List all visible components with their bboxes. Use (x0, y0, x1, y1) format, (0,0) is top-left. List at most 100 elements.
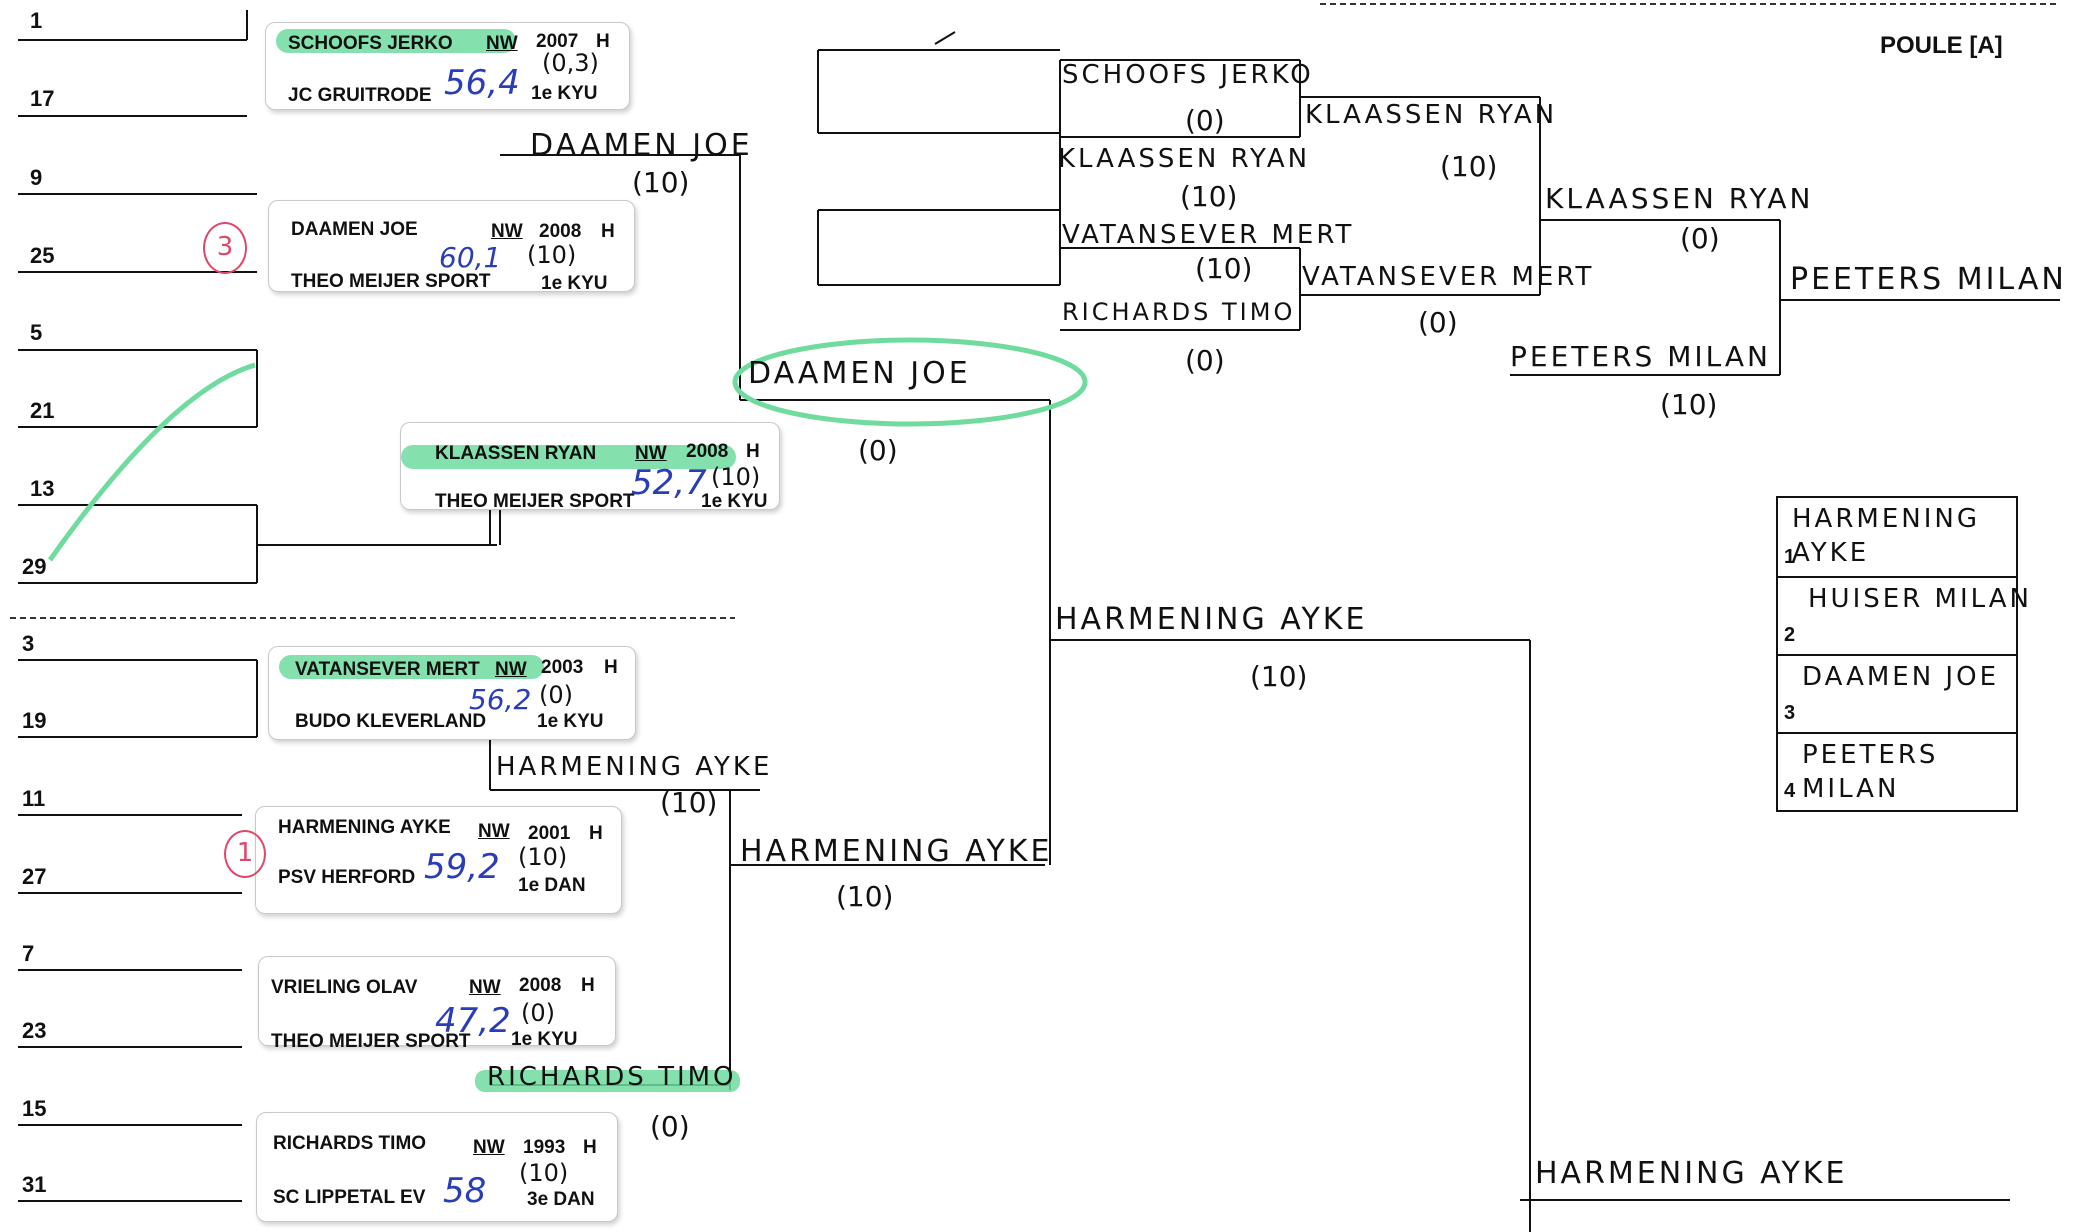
seed-number: 11 (22, 786, 46, 811)
competitor-name: HARMENING AYKE (278, 817, 451, 838)
grade: 1e KYU (511, 1029, 578, 1050)
birth-year: 2007 (536, 31, 579, 52)
handwritten-score: (0) (1680, 222, 1720, 255)
handwritten-weight: 56,4 (444, 63, 520, 103)
grade: 1e KYU (701, 491, 768, 512)
rank-number: 3 (1784, 702, 1796, 724)
ranking-row: 1 HARMENING AYKE (1778, 498, 2016, 576)
region-code: NW (491, 221, 523, 242)
seed-number: 9 (30, 165, 43, 190)
handwritten-score: (0) (650, 1110, 690, 1143)
handwritten-winner: HARMENING AYKE (1055, 602, 1368, 637)
handwritten-name: KLAASSEN RYAN (1305, 100, 1558, 130)
seed-number: 1 (30, 8, 43, 33)
handwritten-score: (10) (711, 463, 761, 491)
handwritten-score: (0) (521, 999, 555, 1027)
highlight-marker (401, 445, 736, 469)
competitor-card: DAAMEN JOE NW 2008 H THEO MEIJER SPORT 6… (268, 200, 635, 294)
handwritten-score: (0) (858, 434, 898, 467)
club-name: THEO MEIJER SPORT (271, 1031, 471, 1052)
handwritten-name: KLAASSEN RYAN (1058, 144, 1311, 174)
ranking-row: 2 HUISER MILAN (1778, 576, 2029, 656)
rank-number: 1 (1784, 546, 1796, 568)
competitor-card: KLAASSEN RYAN NW 2008 H THEO MEIJER SPOR… (400, 422, 780, 512)
poule-title: POULE [A] (1880, 32, 2003, 59)
birth-year: 2003 (541, 657, 584, 678)
handwritten-final-winner: HARMENING AYKE (1535, 1156, 1848, 1191)
handwritten-winner: DAAMEN JOE (748, 356, 971, 391)
region-code: NW (469, 977, 501, 998)
seed-number: 31 (22, 1172, 47, 1197)
region-code: NW (486, 33, 518, 54)
sex: H (746, 441, 760, 462)
handwritten-name: RICHARDS TIMO (1062, 298, 1296, 326)
club-name: PSV HERFORD (278, 867, 416, 888)
grade: 1e KYU (537, 711, 604, 732)
handwritten-name: VATANSEVER MERT (1062, 220, 1355, 250)
seed-number: 13 (30, 476, 55, 501)
handwritten-score: (10) (519, 1159, 569, 1187)
handwritten-score: (10) (1195, 252, 1253, 285)
handwritten-score: (10) (527, 241, 577, 269)
seed-number: 25 (30, 243, 55, 268)
handwritten-score: (0) (539, 681, 573, 709)
handwritten-winner: HARMENING AYKE (740, 834, 1053, 869)
sex: H (589, 823, 603, 844)
handwritten-score: (10) (836, 880, 894, 913)
competitor-card: SCHOOFS JERKO NW 2007 H JC GRUITRODE 56,… (265, 22, 630, 110)
handwritten-name: VATANSEVER MERT (1302, 262, 1595, 292)
highlight-marker (279, 655, 544, 679)
seed-number: 5 (30, 320, 43, 345)
handwritten-score: (0,3) (542, 49, 599, 77)
ranking-row: 3 DAAMEN JOE (1778, 654, 2016, 734)
competitor-card: VRIELING OLAV NW 2008 H THEO MEIJER SPOR… (258, 956, 616, 1052)
region-code: NW (495, 659, 527, 680)
club-name: JC GRUITRODE (288, 85, 432, 106)
rank-name: HARMENING AYKE (1792, 504, 1980, 568)
handwritten-score: (0) (1418, 306, 1458, 339)
handwritten-winner: RICHARDS TIMO (487, 1062, 737, 1092)
competitor-card: RICHARDS TIMO NW 1993 H SC LIPPETAL EV 5… (256, 1112, 618, 1222)
grade: 3e DAN (527, 1189, 595, 1210)
birth-year: 2008 (519, 975, 562, 996)
rank-name: PEETERS MILAN (1802, 740, 1939, 804)
rank-name: DAAMEN JOE (1802, 662, 1999, 692)
red-rank-mark: 1 (224, 830, 266, 878)
sex: H (596, 31, 610, 52)
handwritten-winner: DAAMEN JOE (530, 128, 753, 163)
handwritten-score: (10) (518, 843, 568, 871)
region-code: NW (473, 1137, 505, 1158)
rank-number: 2 (1784, 624, 1796, 646)
birth-year: 2008 (686, 441, 729, 462)
birth-year: 1993 (523, 1137, 566, 1158)
handwritten-score: (0) (1185, 104, 1225, 137)
competitor-name: DAAMEN JOE (291, 219, 418, 240)
highlight-marker (276, 29, 516, 53)
birth-year: 2008 (539, 221, 582, 242)
seed-number: 15 (22, 1096, 47, 1121)
grade: 1e DAN (518, 875, 586, 896)
handwritten-winner: HARMENING AYKE (496, 752, 773, 782)
ranking-row: 4 PEETERS MILAN (1778, 732, 2016, 812)
handwritten-weight: 60,1 (439, 241, 502, 274)
grade: 1e KYU (541, 273, 608, 294)
seed-number: 7 (22, 941, 35, 966)
handwritten-weight: 59,2 (424, 847, 500, 887)
sex: H (581, 975, 595, 996)
competitor-card: VATANSEVER MERT NW 2003 H BUDO KLEVERLAN… (268, 646, 636, 740)
seed-number: 17 (30, 86, 55, 111)
competitor-name: SCHOOFS JERKO (288, 33, 453, 54)
club-name: THEO MEIJER SPORT (435, 491, 635, 512)
handwritten-score: (10) (1250, 660, 1308, 693)
handwritten-name: PEETERS MILAN (1510, 340, 1771, 373)
seed-number: 21 (30, 398, 55, 423)
competitor-name: VRIELING OLAV (271, 977, 418, 998)
sex: H (601, 221, 615, 242)
grade: 1e KYU (531, 83, 598, 104)
handwritten-name: PEETERS MILAN (1790, 262, 2067, 297)
ranking-table: 1 HARMENING AYKE 2 HUISER MILAN 3 DAAMEN… (1776, 496, 2029, 812)
competitor-card: HARMENING AYKE NW 2001 H PSV HERFORD 59,… (255, 806, 622, 914)
handwritten-score: (10) (1440, 150, 1498, 183)
handwritten-weight: 47,2 (435, 1001, 511, 1041)
